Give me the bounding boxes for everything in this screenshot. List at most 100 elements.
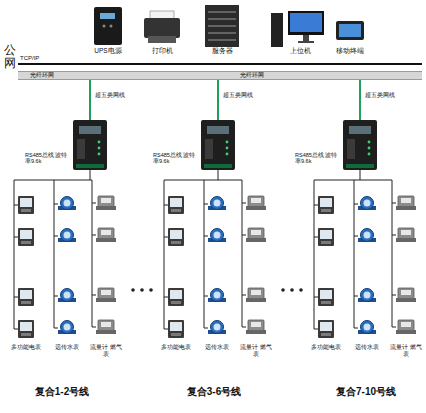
power-meter-icon — [168, 228, 184, 246]
gas-meter-icon — [96, 196, 116, 210]
device-label: 移动终端 — [336, 47, 364, 54]
pc-tower — [271, 13, 283, 47]
bus-wire — [92, 180, 93, 327]
bus-spec-label: RS485总线 波特率9.6k — [25, 152, 71, 165]
column-label: 多功能电表 — [8, 344, 44, 351]
water-meter-icon — [358, 229, 376, 243]
cable-label: 超五类网线 — [222, 92, 254, 99]
bus-wire — [392, 180, 393, 327]
bus-stub — [392, 203, 396, 204]
ellipsis-dot — [131, 288, 135, 292]
gateway-led — [368, 147, 371, 150]
bus-stub — [54, 204, 58, 205]
power-meter-icon — [18, 320, 34, 338]
gateway-led — [368, 153, 371, 156]
bus-wire — [314, 180, 315, 329]
column-label: 流量计 燃气表 — [88, 344, 124, 358]
bus-wire — [360, 170, 361, 180]
device-box: 上位机 — [278, 4, 322, 54]
device-label: 上位机 — [290, 47, 311, 54]
ups-button — [103, 25, 106, 28]
bus-wire — [90, 170, 91, 180]
water-meter-icon — [208, 197, 226, 211]
gas-meter-icon — [396, 288, 416, 302]
bus-stub — [54, 328, 58, 329]
network-label: TCP/IP — [20, 55, 39, 62]
ellipsis-dot — [299, 288, 303, 292]
bus-stub — [14, 329, 18, 330]
gateway-body — [73, 120, 107, 170]
gas-meter-icon — [96, 228, 116, 242]
bus-stub — [204, 236, 208, 237]
tablet-screen — [339, 24, 361, 37]
cable-label: 超五类网线 — [94, 92, 126, 99]
gateway-box: RS485总线 波特率9.6k — [343, 120, 377, 170]
gateway-display — [207, 126, 229, 134]
gateway-body — [343, 120, 377, 170]
water-meter-icon — [208, 321, 226, 335]
ellipsis-dot — [281, 288, 285, 292]
gateway-led — [368, 141, 371, 144]
tablet-body — [336, 21, 364, 40]
gateway-led — [226, 147, 229, 150]
bus-stub — [242, 295, 246, 296]
bus-stub — [314, 329, 318, 330]
water-meter-icon — [358, 197, 376, 211]
gateway-icon — [73, 120, 107, 170]
gas-meter-icon — [396, 228, 416, 242]
column-label: 远传水表 — [199, 344, 235, 351]
bus-stub — [354, 204, 358, 205]
gateway-display — [79, 126, 101, 134]
gateway-led — [98, 147, 101, 150]
bus-wire — [314, 180, 392, 181]
bus-spec-label: RS485总线 波特率9.6k — [295, 152, 341, 165]
ellipsis-dot — [290, 288, 294, 292]
printer-tray — [148, 36, 176, 43]
bus-stub — [392, 327, 396, 328]
gateway-icon — [201, 120, 235, 170]
server-body — [205, 5, 239, 47]
device-box: 移动终端 — [328, 4, 372, 54]
bus-stub — [14, 297, 18, 298]
server-slot — [208, 39, 236, 41]
group-title: 复合1-2号线 — [16, 386, 108, 398]
bus-spec-label: RS485总线 波特率9.6k — [153, 152, 199, 165]
device-box: 服务器 — [200, 4, 244, 54]
gas-meter-icon — [396, 196, 416, 210]
power-meter-icon — [168, 288, 184, 306]
ups-button — [110, 25, 113, 28]
water-meter-icon — [358, 321, 376, 335]
gateway-box: RS485总线 波特率9.6k — [201, 120, 235, 170]
device-label: 打印机 — [152, 47, 173, 54]
cable-label: 超五类网线 — [364, 92, 396, 99]
bus-stub — [314, 205, 318, 206]
gateway-led — [98, 141, 101, 144]
device-label: 服务器 — [212, 47, 233, 54]
gateway-led — [226, 141, 229, 144]
bus-stub — [242, 203, 246, 204]
gateway-panel — [347, 139, 355, 159]
bus-stub — [392, 295, 396, 296]
group-title: 复合7-10号线 — [320, 386, 412, 398]
bus-stub — [92, 203, 96, 204]
gas-meter-icon — [246, 320, 266, 334]
gateway-led — [226, 153, 229, 156]
bus-stub — [164, 237, 168, 238]
network-cable — [359, 80, 361, 120]
host-pc-icon — [271, 11, 324, 47]
server-slot — [208, 18, 236, 20]
gateway-terminal — [204, 164, 232, 168]
device-box: 打印机 — [140, 4, 184, 54]
gateway-icon — [343, 120, 377, 170]
water-meter-icon — [58, 321, 76, 335]
bus-stub — [354, 296, 358, 297]
column-label: 远传水表 — [349, 344, 385, 351]
gateway-panel — [77, 139, 85, 159]
bus-stub — [204, 296, 208, 297]
device-box: UPS电源 — [86, 4, 130, 54]
water-meter-icon — [58, 289, 76, 303]
gateway-terminal — [76, 164, 104, 168]
